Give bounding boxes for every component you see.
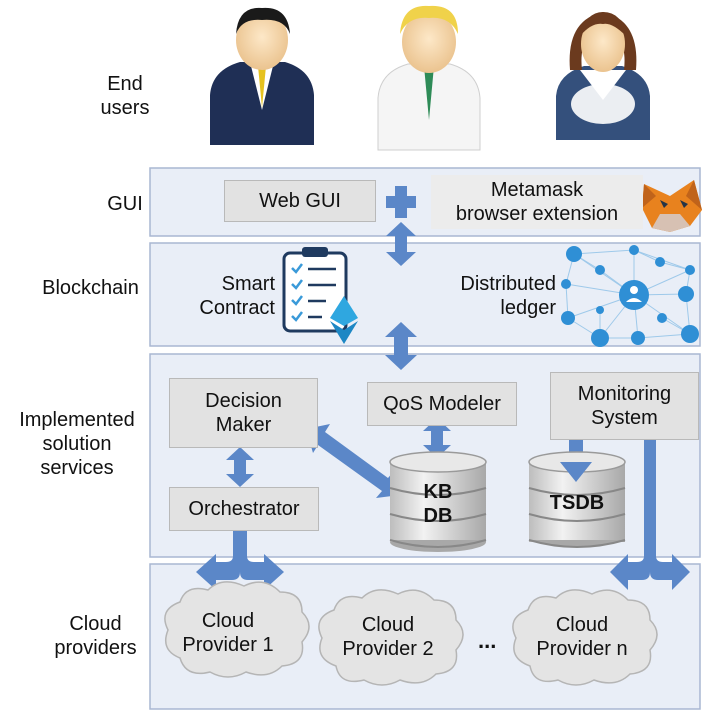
cloud-ellipsis: ... [478, 628, 497, 653]
plus-connector [386, 186, 416, 218]
distributed-ledger-label: Distributed ledger [460, 273, 556, 319]
decision-maker-box: Decision Maker [169, 378, 318, 448]
metamask-extension-box: Metamask browser extension [431, 175, 643, 229]
user-businessman-icon [210, 7, 314, 145]
smart-contract-label: Smart Contract [199, 273, 275, 319]
blockchain-services-arrow [385, 322, 417, 370]
tsdb-cylinder [528, 451, 626, 548]
arrows [196, 186, 690, 590]
decision-orchestrator-arrow [226, 447, 254, 487]
blockchain-layer [149, 242, 701, 347]
qos-modeler-box: QoS Modeler [367, 382, 517, 426]
kb-db-cylinder [389, 451, 487, 552]
monitoring-system-box: Monitoring System [550, 372, 699, 440]
web-gui-box: Web GUI [224, 180, 376, 222]
row-label-gui: GUI [107, 193, 143, 215]
row-label-cloud-providers: Cloud providers [54, 613, 137, 659]
cloud-provider-2-shape [318, 589, 464, 686]
decision-kb-arrow [306, 424, 400, 498]
user-woman-icon [556, 12, 650, 140]
gui-blockchain-arrow [386, 222, 416, 266]
orchestrator-box: Orchestrator [169, 487, 319, 531]
smart-contract-clipboard-icon [282, 247, 358, 344]
ledger-nodes [561, 245, 699, 347]
cloud-provider-n-shape [512, 589, 658, 686]
orchestrator-cloud-arrow [196, 531, 284, 590]
kb-db-label: KB DB [423, 481, 453, 527]
row-label-services: Implemented solution services [19, 409, 135, 479]
tsdb-label: TSDB [549, 492, 605, 514]
row-label-end-users: End users [100, 73, 150, 119]
cloud-provider-n-label: Cloud Provider n [536, 614, 628, 660]
monitoring-cloud-arrow [610, 440, 690, 590]
qos-kb-arrow [423, 418, 451, 458]
cloud-provider-2-label: Cloud Provider 2 [342, 614, 434, 660]
metamask-fox-icon [642, 180, 702, 232]
row-label-blockchain: Blockchain [42, 277, 139, 299]
cloud-provider-1-label: Cloud Provider 1 [182, 610, 274, 656]
user-employee-icon [377, 5, 481, 151]
cloud-provider-1-shape [164, 581, 310, 678]
